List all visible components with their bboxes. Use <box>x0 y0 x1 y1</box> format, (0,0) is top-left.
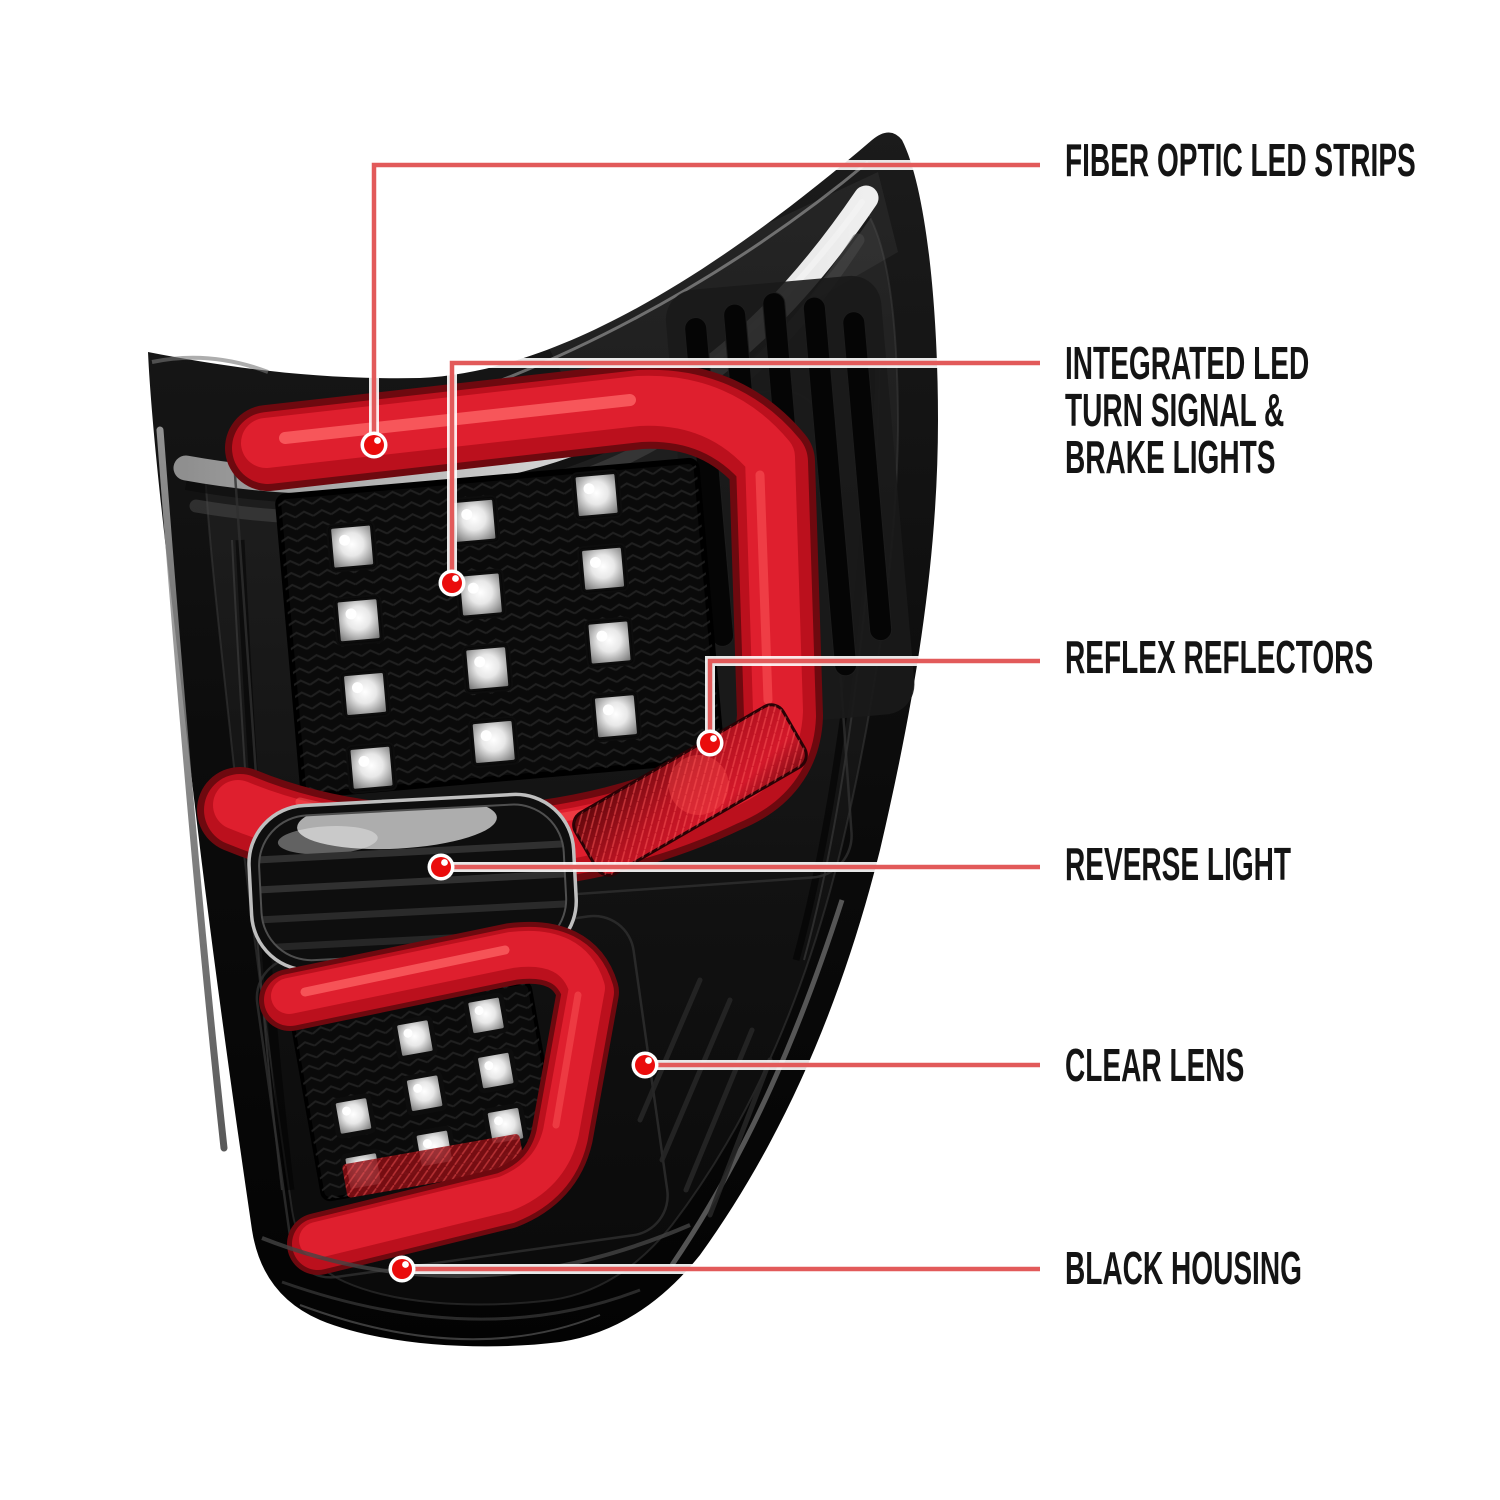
callout-label-line: FIBER OPTIC LED STRIPS <box>1065 134 1416 186</box>
callout-dot-fiber-optic-led-strips <box>360 431 388 459</box>
bottom-seams <box>261 1223 691 1341</box>
right-edge-bevel <box>669 899 845 1267</box>
callout-label-line: REFLEX REFLECTORS <box>1065 631 1374 683</box>
upper-led-grid <box>275 457 725 799</box>
callout-label-line: INTEGRATED LED <box>1065 337 1310 389</box>
callout-dot-integrated-led <box>438 569 466 597</box>
callout-connector-integrated-led <box>447 358 1040 583</box>
callout-label-fiber-optic-led-strips: FIBER OPTIC LED STRIPS <box>1065 137 1416 184</box>
callout-label-line: CLEAR LENS <box>1065 1039 1245 1091</box>
lower-right-ribs <box>637 977 773 1218</box>
callout-dot-reflex-reflectors <box>696 729 724 757</box>
gloss-line <box>469 160 869 394</box>
lower-light-bar <box>259 921 619 1275</box>
reflex-reflector <box>572 703 808 877</box>
callout-connector-fiber-optic-led-strips <box>369 160 1040 445</box>
left-edge-highlight <box>156 426 228 1152</box>
callout-label-line: REVERSE LIGHT <box>1065 838 1292 890</box>
callout-connector-reflex-reflectors <box>705 656 1040 743</box>
callout-label-line: TURN SIGNAL & <box>1065 384 1285 436</box>
lower-led-grid <box>291 980 561 1202</box>
callout-label-black-housing: BLACK HOUSING <box>1065 1245 1302 1292</box>
callout-dot-clear-lens <box>631 1051 659 1079</box>
horn-highlight <box>151 355 269 374</box>
callout-label-clear-lens: CLEAR LENS <box>1065 1042 1244 1089</box>
callout-label-line: BLACK HOUSING <box>1065 1242 1302 1294</box>
callout-dot-reverse-light <box>427 853 455 881</box>
callout-label-integrated-led-turn-signal-brake-lights: INTEGRATED LED TURN SIGNAL & BRAKE LIGHT… <box>1065 340 1309 481</box>
callout-label-reverse-light: REVERSE LIGHT <box>1065 841 1291 888</box>
callout-label-reflex-reflectors: REFLEX REFLECTORS <box>1065 634 1373 681</box>
callout-label-line: BRAKE LIGHTS <box>1065 431 1276 483</box>
callout-dot-black-housing <box>388 1255 416 1283</box>
